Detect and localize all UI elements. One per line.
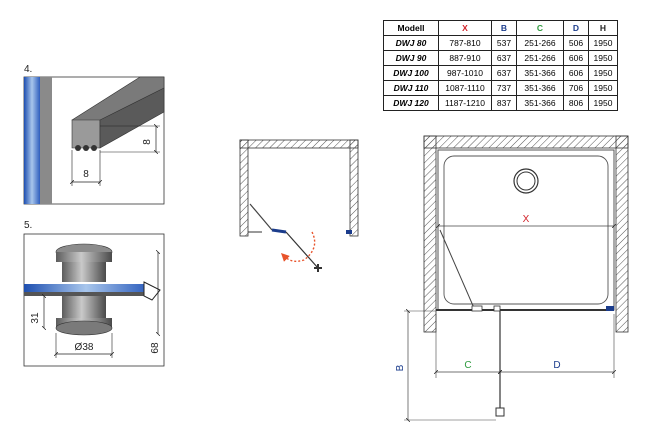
plan-door-leaf xyxy=(439,229,475,309)
handle-knob-upper xyxy=(62,262,106,282)
seal-lip-1 xyxy=(75,145,81,151)
dim-label-diameter: Ø38 xyxy=(75,342,94,353)
seal-detail-illustration: 8 8 xyxy=(23,76,165,205)
door-stop xyxy=(346,230,352,234)
swing-wall-top xyxy=(239,139,359,149)
seal-lip-2 xyxy=(83,145,89,151)
glass-edge xyxy=(24,77,40,204)
drain-inner xyxy=(516,171,536,191)
swing-wall-right xyxy=(349,139,359,237)
handle-knob-lower xyxy=(62,296,106,318)
swing-direction-arrow xyxy=(281,231,316,263)
table-header-row: Modell X B C D H xyxy=(383,20,618,36)
plan-wall-top xyxy=(423,135,629,149)
bar-clip xyxy=(143,281,161,301)
shower-tray-inner xyxy=(443,155,609,305)
cell-value: 1187-1210 xyxy=(438,95,492,111)
dim-label-x: X xyxy=(523,214,530,225)
bar-profile xyxy=(24,292,148,296)
plan-wall-right xyxy=(615,135,629,333)
glass-panel xyxy=(24,284,148,292)
handle-detail-illustration: 31 Ø38 68 xyxy=(23,233,165,367)
dim-label-width: 8 xyxy=(83,169,89,180)
swing-wall-left xyxy=(239,139,249,237)
seal-strip-side xyxy=(99,87,165,149)
door-closing-leaf xyxy=(285,231,319,269)
plan-door-stop xyxy=(606,306,614,311)
dim-label-c: C xyxy=(464,360,471,371)
cell-value: 1950 xyxy=(588,65,618,81)
step-4-number: 4. xyxy=(24,64,33,75)
seal-lip-3 xyxy=(91,145,97,151)
dim-label-height: 8 xyxy=(142,139,153,145)
cell-value: 1950 xyxy=(588,95,618,111)
wall-profile xyxy=(40,77,52,204)
dim-label-d: D xyxy=(553,360,560,371)
dim-label-31: 31 xyxy=(30,312,41,324)
dim-label-68: 68 xyxy=(150,342,161,354)
installation-plan: X B C D xyxy=(395,135,629,420)
dim-label-b: B xyxy=(395,364,406,371)
plan-wall-left xyxy=(423,135,437,333)
seal-strip-front xyxy=(71,119,101,149)
step-5-number: 5. xyxy=(24,220,33,231)
door-open-leaf xyxy=(249,203,273,231)
door-hinge-piece xyxy=(271,228,287,234)
door-swing-plan xyxy=(239,139,359,272)
